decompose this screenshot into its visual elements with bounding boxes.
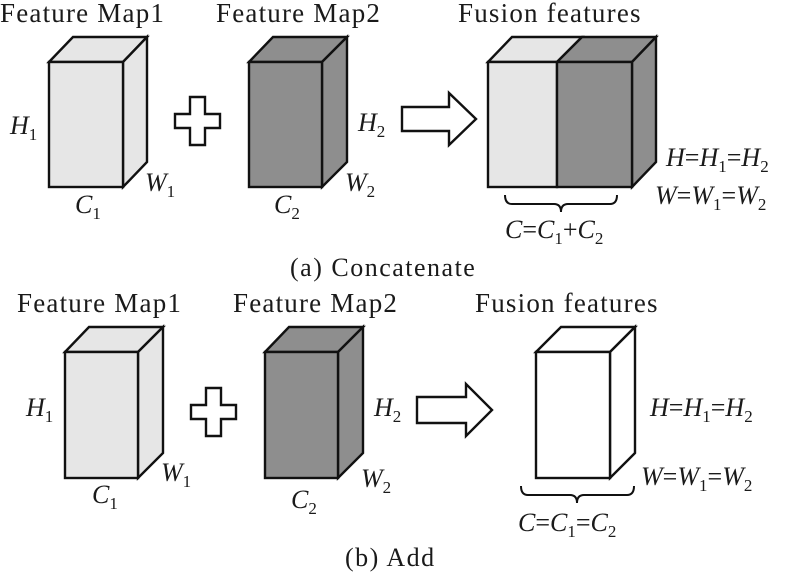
cuboid-front-face <box>263 350 340 480</box>
fusion-width-eq: W=W1=W2 <box>641 462 752 495</box>
map1-channel-label: C1 <box>75 190 101 223</box>
fusion-add-cuboid <box>533 324 638 481</box>
cuboid-side-face <box>136 324 165 481</box>
feature-map1-cuboid <box>62 324 166 481</box>
map2-title: Feature Map2 <box>233 288 398 318</box>
cuboid-front-face <box>247 60 324 189</box>
map1-channel-label: C1 <box>92 480 118 513</box>
right-arrow-icon <box>400 90 478 148</box>
fusion-title: Fusion features <box>458 0 642 28</box>
map1-height-label: H1 <box>9 111 37 144</box>
map1-height-label: H1 <box>25 393 53 426</box>
map2-channel-label: C2 <box>291 485 317 518</box>
cuboid-front-face <box>534 350 612 480</box>
map2-height-label: H2 <box>357 108 385 141</box>
feature-map1-cuboid <box>46 34 150 190</box>
map2-width-label: W2 <box>345 168 375 201</box>
channel-brace <box>520 485 635 504</box>
caption-add: (b) Add <box>345 543 436 572</box>
panel-concatenate: Feature Map1 Feature Map2 Fusion feature… <box>0 0 769 282</box>
cuboid-side-face <box>121 34 149 190</box>
cuboid-front-face-right <box>555 60 634 189</box>
map1-title: Feature Map1 <box>17 288 182 318</box>
fusion-title: Fusion features <box>475 288 659 318</box>
cuboid-side-face <box>336 324 365 481</box>
fusion-height-eq: H=H1=H2 <box>649 393 753 426</box>
plus-icon <box>173 95 222 147</box>
fusion-concat-cuboid <box>485 34 659 190</box>
map1-width-label: W1 <box>145 168 175 201</box>
map2-height-label: H2 <box>373 393 401 426</box>
map1-width-label: W1 <box>161 458 191 491</box>
map2-channel-label: C2 <box>274 190 300 223</box>
fusion-channel-eq: C=C1+C2 <box>505 215 603 248</box>
map2-width-label: W2 <box>361 464 391 497</box>
cuboid-front-face-left <box>486 60 559 189</box>
right-arrow-icon <box>415 381 494 439</box>
cuboid-side-face <box>630 34 658 190</box>
cuboid-front-face <box>63 350 140 480</box>
cuboid-front-face <box>47 60 125 189</box>
fusion-width-eq: W=W1=W2 <box>655 181 766 214</box>
caption-concatenate: (a) Concatenate <box>290 253 476 282</box>
cuboid-side-face <box>608 324 637 481</box>
map2-title: Feature Map2 <box>216 0 381 28</box>
feature-map2-cuboid <box>262 324 366 481</box>
plus-icon <box>189 386 238 438</box>
map1-title: Feature Map1 <box>0 0 165 28</box>
channel-brace <box>504 194 618 213</box>
fusion-height-eq: H=H1=H2 <box>665 143 769 176</box>
fusion-channel-eq: C=C1=C2 <box>518 508 616 541</box>
cuboid-side-face <box>320 34 349 190</box>
feature-map2-cuboid <box>246 34 350 190</box>
panel-add: Feature Map1 Feature Map2 Fusion feature… <box>17 288 753 572</box>
